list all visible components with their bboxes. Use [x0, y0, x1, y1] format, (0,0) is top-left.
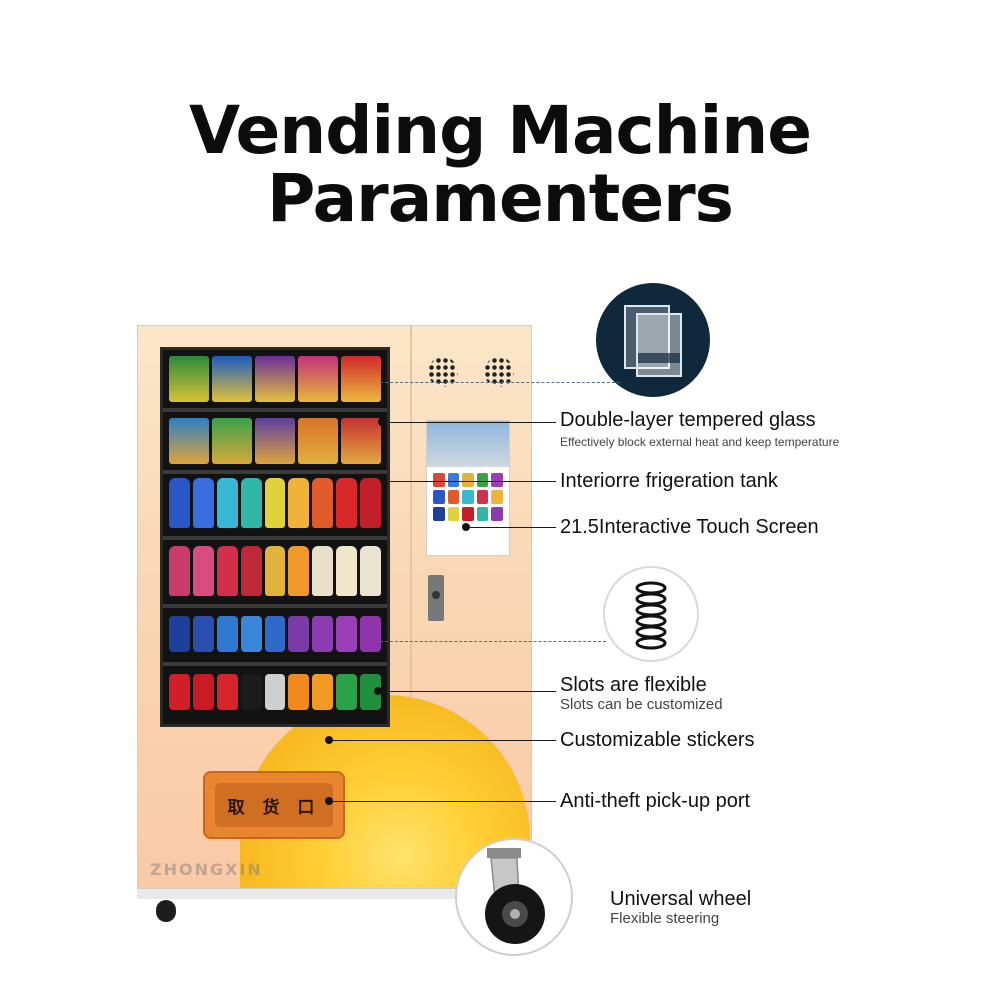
glass-panes-icon: [596, 283, 710, 397]
shelf-row-6: [169, 674, 382, 710]
machine-base: [137, 888, 537, 899]
stickers-point-dot: [325, 736, 333, 744]
wheel-label: Universal wheel: [610, 888, 752, 910]
shelf-row-1: [169, 356, 381, 402]
shelf-row-2: [169, 418, 381, 464]
slots-leader: [382, 691, 556, 692]
wheel-sublabel: Flexible steering: [610, 910, 720, 927]
glass-leader-dashed: [380, 382, 620, 383]
stickers-leader: [333, 740, 556, 741]
pickup-label: Anti-theft pick-up port: [560, 790, 751, 812]
shelf-row-4: [169, 546, 382, 596]
door-divider: [410, 325, 412, 890]
refrigeration-leader: [384, 481, 556, 482]
shelf-row-5: [169, 616, 382, 652]
touch-screen-display: [426, 420, 510, 556]
slots-leader-dashed: [380, 641, 606, 642]
slots-point-dot: [374, 687, 382, 695]
machine-wheel: [156, 900, 176, 922]
page-title-line-2: Paramenters: [267, 160, 734, 237]
glass-leader: [386, 422, 556, 423]
refrigeration-label: Interiorre frigeration tank: [560, 470, 778, 492]
page-title-line-1: Vending Machine: [189, 92, 812, 169]
stickers-label: Customizable stickers: [560, 729, 755, 751]
glass-sublabel: Effectively block external heat and keep…: [560, 435, 840, 449]
glass-display-window: [160, 347, 390, 727]
slots-sublabel: Slots can be customized: [560, 696, 723, 713]
caster-wheel-icon: [455, 838, 573, 956]
slots-label: Slots are flexible: [560, 674, 707, 696]
touch-screen-label: 21.5Interactive Touch Screen: [560, 516, 819, 538]
glass-point-dot: [378, 418, 386, 426]
pickup-leader: [333, 801, 556, 802]
door-lock: [428, 575, 444, 621]
brand-watermark: ZHONGXIN: [150, 860, 263, 879]
glass-label: Double-layer tempered glass: [560, 409, 816, 431]
pickup-port: 取 货 口: [203, 771, 345, 839]
shelf-row-3: [169, 478, 382, 528]
touch-screen-leader: [470, 527, 556, 528]
touch-screen-point-dot: [462, 523, 470, 531]
pickup-port-label: 取 货 口: [215, 783, 333, 827]
pickup-point-dot: [325, 797, 333, 805]
spring-coil-icon: [603, 566, 699, 662]
